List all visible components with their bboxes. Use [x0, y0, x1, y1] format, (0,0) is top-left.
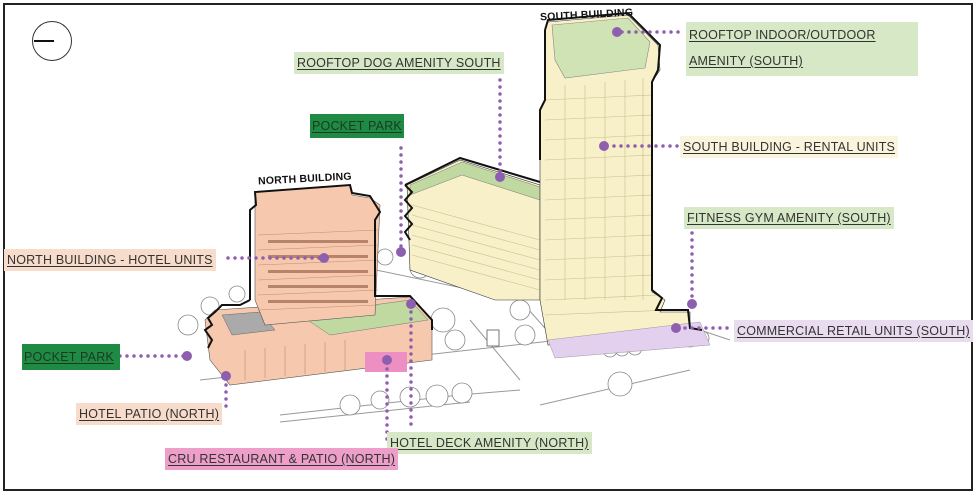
label-line-1: ROOFTOP INDOOR/OUTDOOR: [689, 28, 876, 42]
label-commercial-retail-units: COMMERCIAL RETAIL UNITS (SOUTH): [734, 320, 973, 342]
label-rooftop-dog-amenity: ROOFTOP DOG AMENITY SOUTH: [294, 52, 504, 74]
label-line-2: AMENITY (SOUTH): [689, 54, 803, 68]
label-north-hotel-units: NORTH BUILDING - HOTEL UNITS: [4, 249, 216, 271]
podium-roof-planting: [221, 311, 276, 336]
label-pocket-park-left: POCKET PARK: [22, 344, 120, 370]
label-fitness-gym-amenity: FITNESS GYM AMENITY (SOUTH): [684, 207, 894, 229]
label-hotel-deck-amenity: HOTEL DECK AMENITY (NORTH): [387, 432, 592, 454]
leader-lines: [118, 30, 734, 447]
label-cru-restaurant-patio: CRU RESTAURANT & PATIO (NORTH): [165, 448, 399, 470]
label-rooftop-indoor-outdoor-amenity: ROOFTOP INDOOR/OUTDOOR AMENITY (SOUTH): [686, 22, 918, 76]
rooftop-indoor-outdoor-amenity: [551, 17, 651, 79]
leader-dots: [182, 27, 697, 381]
label-south-rental-units: SOUTH BUILDING - RENTAL UNITS: [680, 136, 899, 158]
label-hotel-patio: HOTEL PATIO (NORTH): [76, 403, 223, 425]
label-pocket-park-top: POCKET PARK: [310, 114, 404, 138]
compass-needle: [34, 40, 54, 42]
commercial-retail-podium: [547, 321, 711, 359]
north-arrow-icon: [32, 21, 72, 61]
car: [486, 329, 500, 347]
